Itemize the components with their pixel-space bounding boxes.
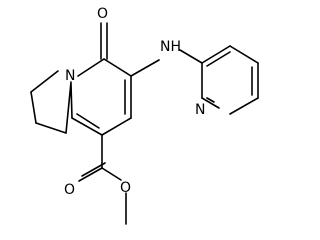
amine-linkage (130, 49, 203, 77)
bond (179, 49, 203, 64)
bond (76, 113, 100, 129)
bond (30, 91, 37, 124)
bond (71, 117, 103, 136)
bond (229, 97, 259, 115)
chemical-structure-diagram: N O NH N O O (30, 6, 259, 225)
ester-carbonyl-oxygen-label: O (64, 182, 75, 198)
bond (103, 58, 132, 77)
pyridine-ring (201, 45, 259, 115)
bond (206, 97, 215, 103)
pyridinone-ring (70, 58, 132, 136)
amine-label: NH (160, 39, 181, 55)
bond (35, 122, 67, 134)
ring-nitrogen-label: N (65, 68, 75, 84)
bond (81, 162, 106, 177)
pyrrolidine-ring (30, 70, 72, 134)
bond (78, 167, 103, 182)
carbonyl-oxygen-label: O (97, 6, 108, 22)
ring-carbonyl (100, 22, 108, 60)
bond (65, 81, 72, 134)
bond (77, 58, 105, 77)
bond (201, 97, 220, 109)
bond (101, 117, 132, 136)
bond (206, 51, 231, 67)
pyridine-nitrogen-label: N (195, 102, 205, 118)
bond (101, 167, 122, 181)
bond (201, 45, 231, 64)
bond (130, 59, 160, 77)
bond (229, 45, 259, 64)
ester-oxygen-label: O (120, 180, 131, 196)
methyl-ester (78, 134, 127, 225)
bond (70, 83, 73, 119)
bond (30, 70, 59, 93)
